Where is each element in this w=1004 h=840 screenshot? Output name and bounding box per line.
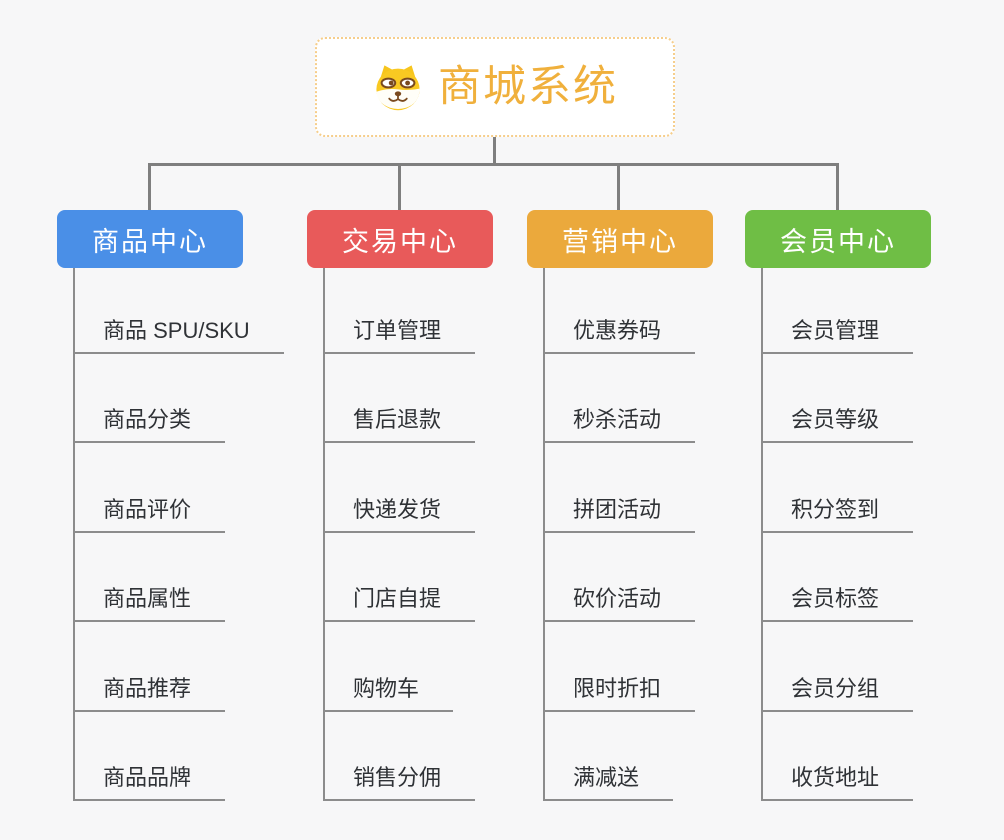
root-title: 商城系统 [438, 62, 618, 111]
child-node[interactable]: 秒杀活动 [543, 405, 696, 443]
child-node[interactable]: 收货地址 [761, 763, 914, 801]
connector-drop-line [836, 163, 839, 210]
child-node[interactable]: 快递发货 [323, 495, 476, 533]
child-node[interactable]: 限时折扣 [543, 674, 696, 712]
branch-trunk-line [761, 268, 763, 801]
branch-trunk-line [323, 268, 325, 801]
child-node[interactable]: 会员管理 [761, 316, 914, 354]
child-node[interactable]: 会员标签 [761, 584, 914, 622]
branch-node-product-center[interactable]: 商品中心 [57, 210, 243, 268]
child-node[interactable]: 积分签到 [761, 495, 914, 533]
branch-member-center: 会员中心会员管理会员等级积分签到会员标签会员分组收货地址 [745, 210, 931, 810]
child-node[interactable]: 拼团活动 [543, 495, 696, 533]
child-node[interactable]: 商品 SPU/SKU [73, 316, 284, 354]
child-node[interactable]: 砍价活动 [543, 584, 696, 622]
root-node[interactable]: 商城系统 [315, 37, 675, 137]
child-node[interactable]: 会员分组 [761, 674, 914, 712]
child-node[interactable]: 购物车 [323, 674, 454, 712]
child-node[interactable]: 售后退款 [323, 405, 476, 443]
branch-node-marketing-center[interactable]: 营销中心 [527, 210, 713, 268]
child-node[interactable]: 门店自提 [323, 584, 476, 622]
child-node[interactable]: 商品评价 [73, 495, 226, 533]
child-node[interactable]: 满减送 [543, 763, 674, 801]
connector-drop-line [617, 163, 620, 210]
child-node[interactable]: 销售分佣 [323, 763, 476, 801]
branch-node-trade-center[interactable]: 交易中心 [307, 210, 493, 268]
branch-node-member-center[interactable]: 会员中心 [745, 210, 931, 268]
connector-drop-line [398, 163, 401, 210]
shiba-dog-icon [376, 65, 420, 111]
child-node[interactable]: 商品分类 [73, 405, 226, 443]
connector-drop-line [148, 163, 151, 210]
child-node[interactable]: 商品推荐 [73, 674, 226, 712]
child-node[interactable]: 优惠券码 [543, 316, 696, 354]
child-node[interactable]: 订单管理 [323, 316, 476, 354]
connector-root-stem [493, 137, 496, 165]
child-node[interactable]: 会员等级 [761, 405, 914, 443]
branch-product-center: 商品中心商品 SPU/SKU 商品分类商品评价商品属性商品推荐商品品牌 [57, 210, 284, 810]
child-node[interactable]: 商品品牌 [73, 763, 226, 801]
branch-marketing-center: 营销中心优惠券码秒杀活动拼团活动砍价活动限时折扣满减送 [527, 210, 713, 810]
branch-trunk-line [73, 268, 75, 801]
connector-horizontal-line [148, 163, 839, 166]
child-node[interactable]: 商品属性 [73, 584, 226, 622]
branch-trunk-line [543, 268, 545, 801]
branch-trade-center: 交易中心订单管理售后退款快递发货门店自提购物车销售分佣 [307, 210, 493, 810]
